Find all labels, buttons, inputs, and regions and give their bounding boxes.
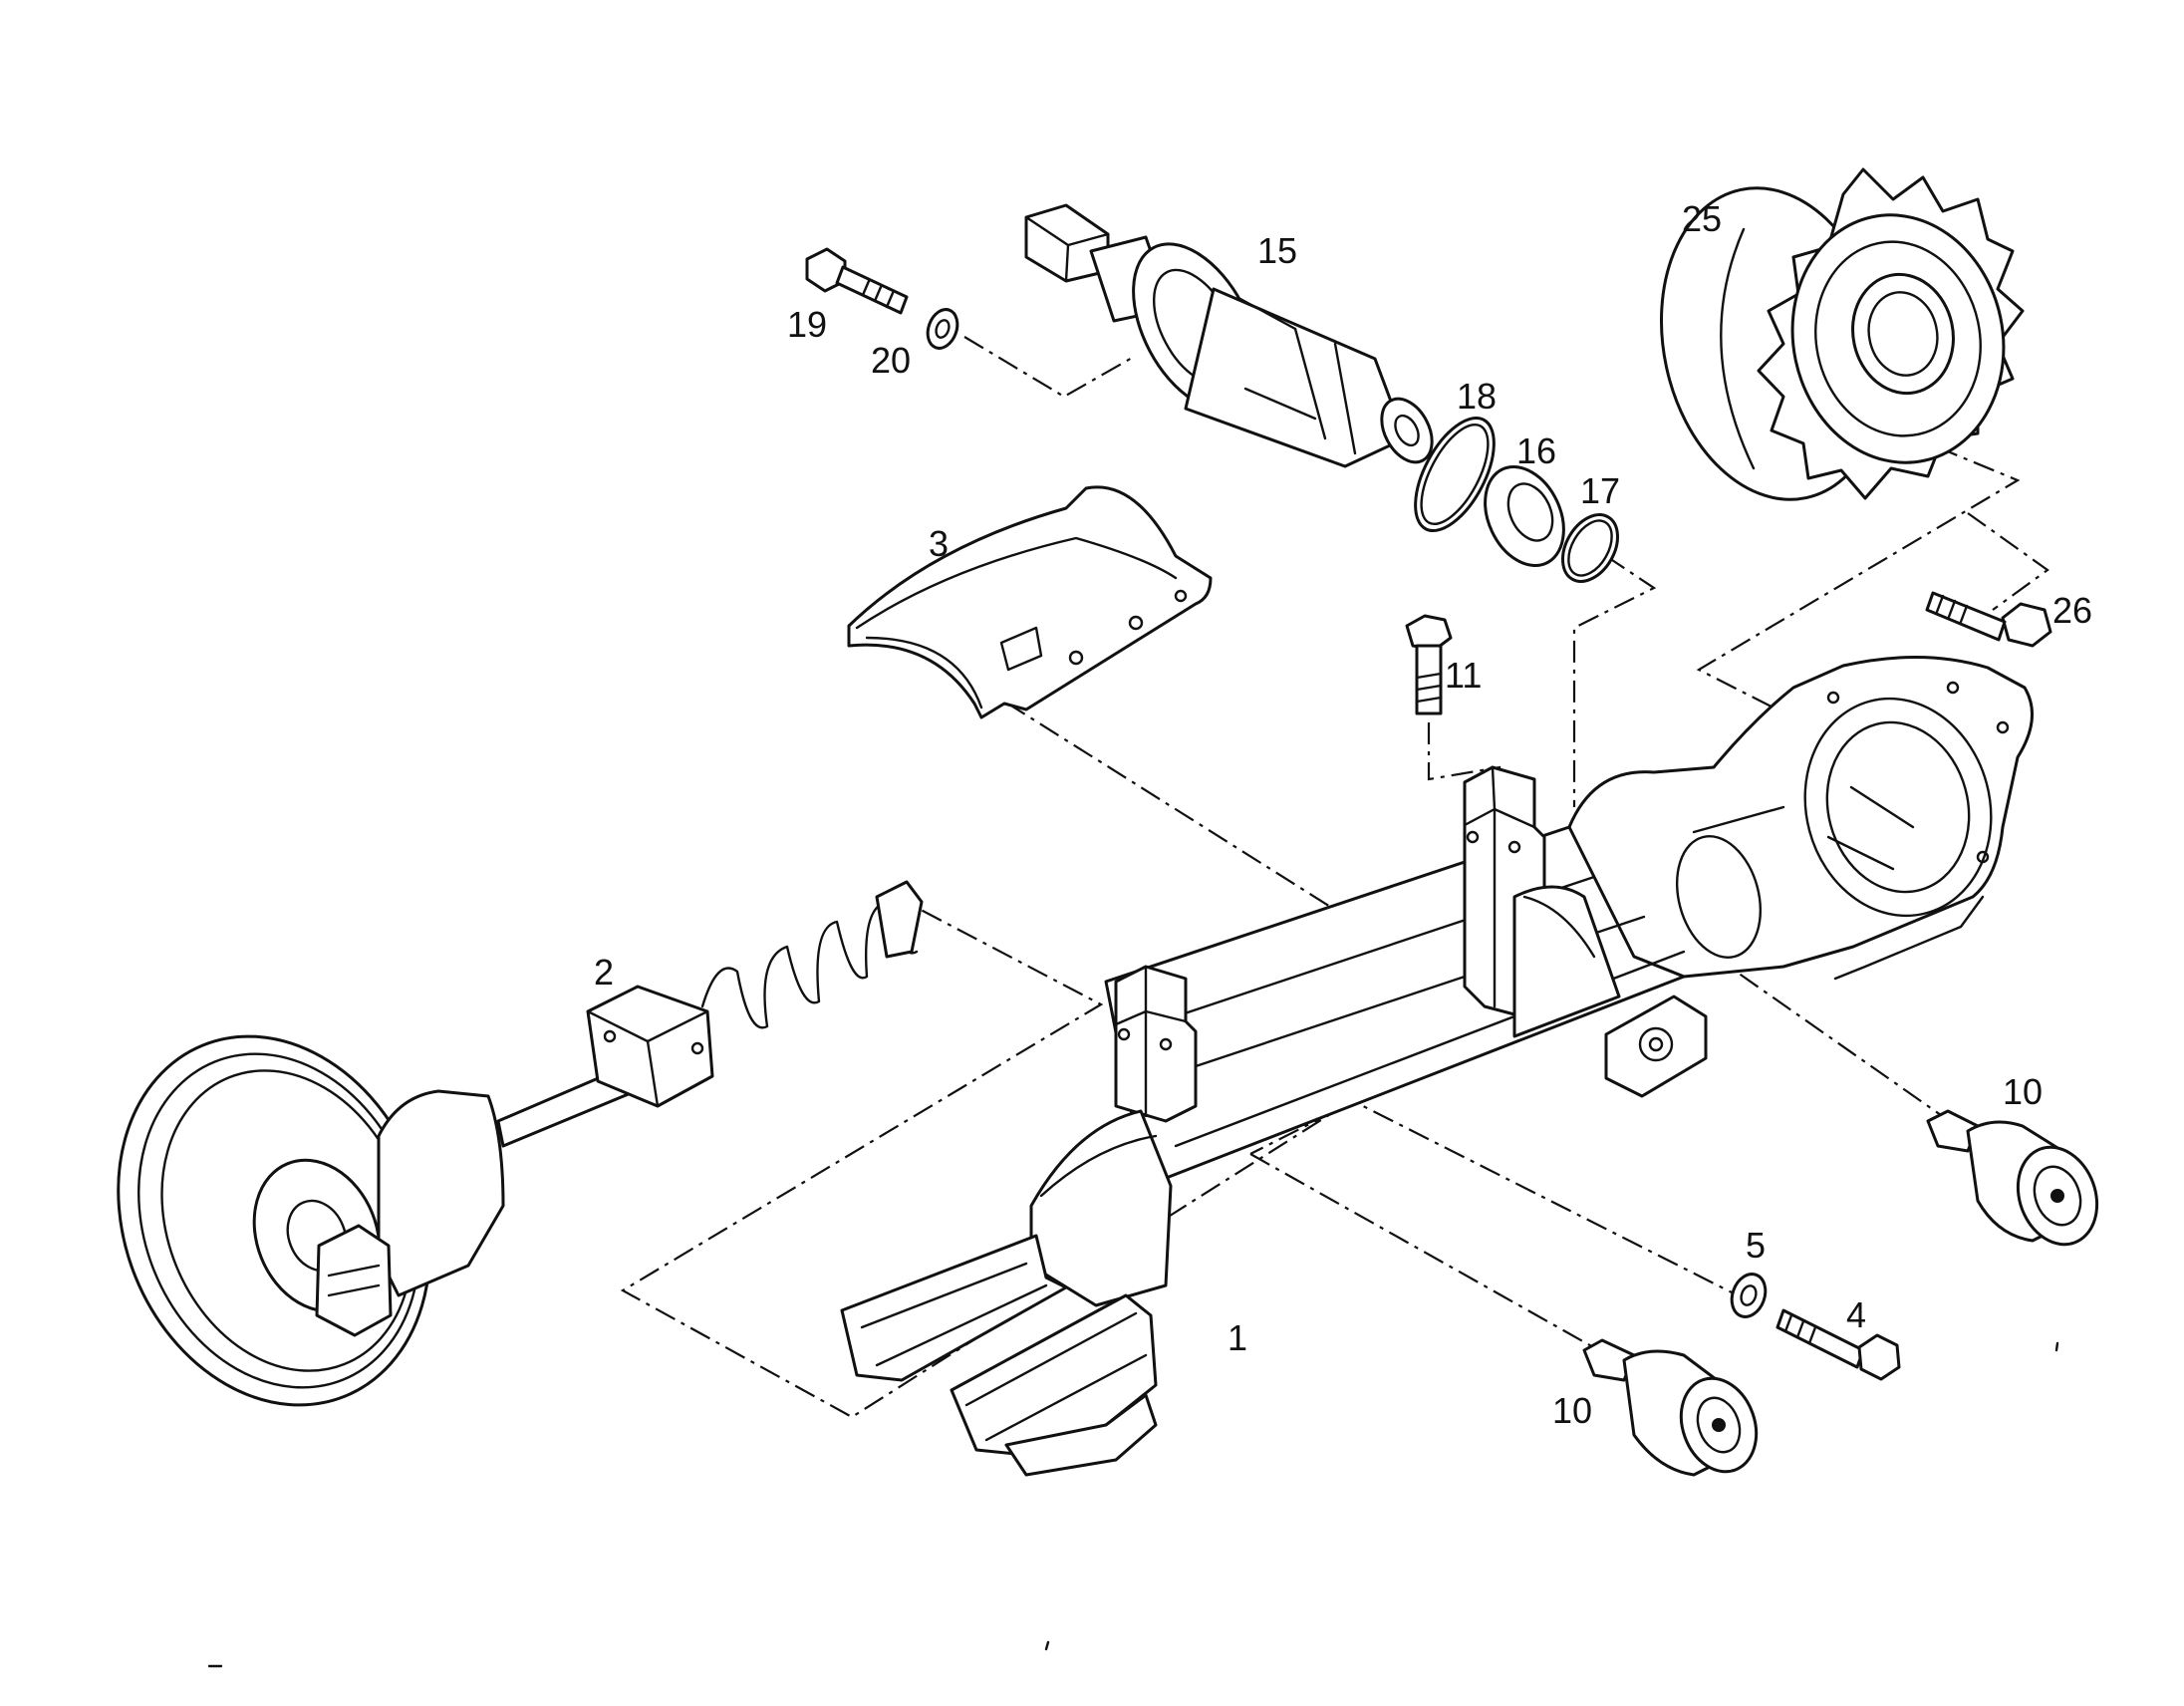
callout-1: 1 [1228,1317,1247,1358]
sprocket-hub-25 [1660,167,2025,501]
recoil-spring-cap [875,880,924,959]
callouts: 1 2 3 4 5 10 10 11 15 16 17 18 19 20 25 … [594,198,2092,1431]
idler-bracket [315,1224,393,1337]
callout-25: 25 [1682,198,1722,239]
leader-seal17-to-frame [1572,555,1657,807]
leader-sprocket25-to-bolt26 [1967,512,2049,611]
bolt-19 [805,247,909,315]
shaft-end-edge [1024,215,1110,283]
shaft-tip [1380,397,1434,464]
bolt-26 [1925,591,2052,648]
drive-housing-opening [1803,697,1993,918]
final-drive-shaft [1024,203,1434,468]
leader-bolt11-to-block [1427,722,1502,797]
washer-20 [926,308,959,350]
idler-yoke [377,1089,505,1297]
track-roller-10-right [1926,1109,2099,1247]
callout-26: 26 [2052,590,2092,631]
frame-rail [1104,825,1686,1188]
callout-18: 18 [1457,376,1497,417]
callout-20: 20 [871,340,911,381]
recoil-cylinder-block [586,985,714,1108]
callout-10-right: 10 [2003,1071,2043,1112]
track-guard-cover-3 [847,485,1213,719]
o-ring-18 [1414,416,1496,533]
bolt-11 [1405,614,1453,715]
callout-16: 16 [1516,430,1556,471]
leader-bolt19-to-shaft15 [963,336,1135,399]
idler-recoil-assembly-2 [117,880,924,1407]
callout-17: 17 [1580,470,1620,511]
frame-fork-left [840,1234,1068,1382]
o-ring-17 [1561,513,1619,583]
callout-3: 3 [929,523,949,564]
callout-15: 15 [1257,230,1297,271]
frame-mid-saddle [1512,885,1621,1038]
frame-side-plate [1604,995,1708,1098]
frame-front-saddle [1029,1109,1173,1307]
seal-16 [1484,464,1565,568]
callout-2: 2 [594,952,614,993]
drive-housing [1567,655,2035,979]
leader-frame-to-roller10-left [1249,1153,1635,1371]
track-frame-1 [840,655,2035,1477]
frame-guide-block-left [1114,965,1198,1123]
track-roller-10-left [1582,1338,1759,1477]
callout-10-left: 10 [1552,1390,1592,1431]
callout-11: 11 [1445,655,1482,696]
callout-4: 4 [1846,1294,1866,1335]
scan-specks [207,1341,2059,1668]
bolt-4 [1775,1308,1901,1381]
recoil-spring [700,900,919,1029]
callout-5: 5 [1746,1225,1766,1266]
washer-5 [1730,1273,1768,1318]
frame-roller-mount [1004,1393,1158,1477]
shaft-body [1184,287,1407,468]
callout-19: 19 [787,304,827,345]
